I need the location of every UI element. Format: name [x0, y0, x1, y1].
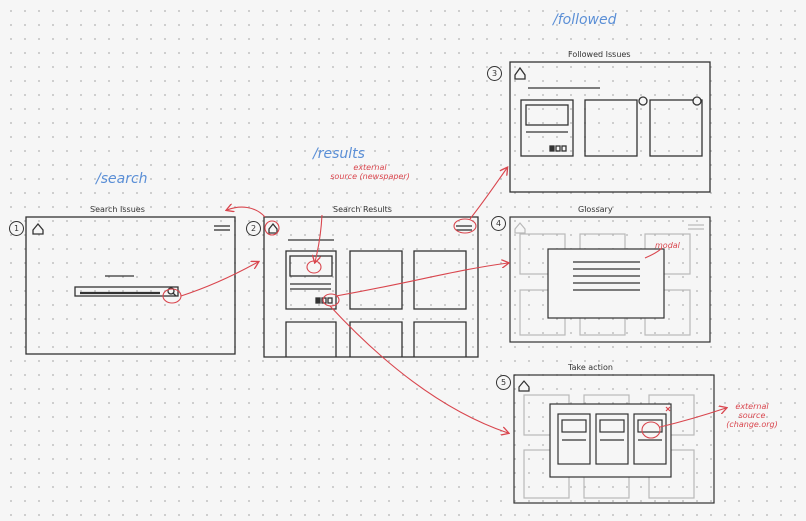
screen-number-4: 4	[491, 216, 506, 231]
modal-pointer	[644, 247, 663, 259]
article-image-placeholder	[525, 104, 569, 126]
flow-annotations	[162, 168, 726, 439]
annotation-external-newspaper: external source (newspaper)	[330, 163, 410, 181]
result-card	[285, 321, 337, 357]
screen-2-frame	[263, 216, 479, 358]
search-bar	[74, 286, 179, 297]
arrow-home-to-search	[227, 207, 266, 218]
followed-card	[584, 99, 638, 157]
menu-icon	[214, 225, 230, 231]
search-icon	[167, 287, 177, 297]
bookmark-icon	[315, 297, 321, 304]
bookmark-icon	[549, 145, 555, 152]
menu-icon	[688, 224, 704, 230]
screen-number-2: 2	[246, 221, 261, 236]
screen-5-frame	[513, 374, 715, 504]
action-icon	[327, 297, 333, 304]
screen-title-search-results: Search Results	[333, 205, 392, 214]
home-icon-highlight	[264, 220, 280, 236]
screen-3-frame	[509, 61, 711, 193]
change-org-highlight	[641, 421, 661, 439]
route-label-search: /search	[96, 171, 148, 187]
screen-title-take-action: Take action	[568, 363, 613, 372]
arrow-to-external-newspaper	[315, 214, 323, 262]
home-icon	[514, 222, 526, 234]
info-icon	[638, 96, 648, 106]
result-card	[349, 250, 403, 310]
screen-2-search-results	[263, 216, 479, 358]
action-icon	[561, 145, 567, 152]
followed-card	[520, 99, 574, 157]
screen-number-5: 5	[496, 375, 511, 390]
home-icon	[518, 380, 530, 392]
screen-number-1: 1	[9, 221, 24, 236]
close-icon	[665, 406, 671, 412]
screen-4-glossary	[509, 216, 711, 343]
article-image-placeholder	[289, 255, 333, 277]
glossary-text-lines	[573, 261, 640, 291]
arrow-menu-to-followed	[469, 168, 507, 220]
arrow-card-to-take-action	[329, 305, 508, 433]
result-card	[413, 321, 467, 357]
screen-4-frame	[509, 216, 711, 343]
screen-title-search-issues: Search Issues	[90, 205, 145, 214]
arrow-search-to-results	[180, 262, 258, 297]
screen-1-frame	[25, 216, 236, 355]
menu-icon	[456, 225, 472, 231]
arrow-card-to-glossary	[335, 263, 508, 297]
annotation-modal: modal	[655, 241, 680, 250]
home-icon	[268, 222, 278, 234]
screen-number-3: 3	[487, 66, 502, 81]
screen-title-followed-issues: Followed Issues	[568, 50, 631, 59]
result-card	[349, 321, 403, 357]
route-label-followed: /followed	[553, 12, 617, 28]
home-icon	[32, 222, 44, 235]
share-icon	[555, 145, 561, 152]
screen-title-glossary: Glossary	[578, 205, 613, 214]
menu-icon-highlight	[453, 218, 477, 234]
action-option-cards	[557, 413, 667, 465]
newspaper-highlight	[306, 260, 322, 274]
screen-3-followed-issues	[509, 61, 711, 193]
info-icon	[692, 96, 702, 106]
arrow-to-external-change-org	[659, 408, 726, 428]
followed-card	[649, 99, 703, 157]
annotation-external-change-org: external source (change.org)	[726, 402, 778, 429]
result-card	[285, 250, 337, 310]
card-actions-highlight	[322, 293, 340, 307]
home-icon	[514, 66, 526, 80]
screen-1-search-issues	[25, 216, 236, 355]
route-label-results: /results	[313, 146, 365, 162]
result-card	[413, 250, 467, 310]
screen-5-take-action	[513, 374, 715, 504]
